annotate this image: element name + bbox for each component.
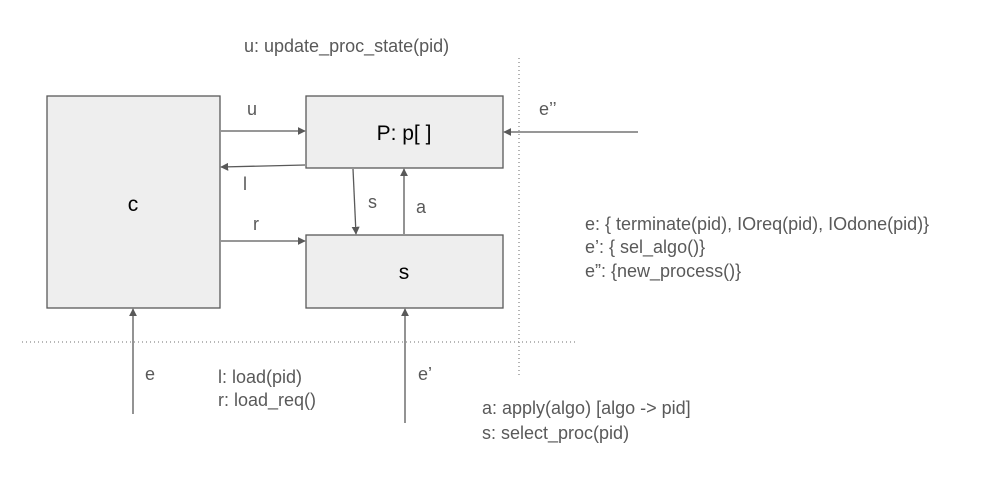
arrow-e-double-prime-label: e’’ — [539, 99, 557, 119]
arrow-e-label: e — [145, 364, 155, 384]
arrow-u-label: u — [247, 99, 257, 119]
legend-load: l: load(pid) — [218, 367, 302, 387]
legend-e-set: e: { terminate(pid), IOreq(pid), IOdone(… — [585, 214, 929, 234]
arrow-r-label: r — [253, 214, 259, 234]
box-s — [305, 234, 504, 309]
arrow-a-label: a — [416, 197, 427, 217]
box-c — [46, 95, 221, 309]
box-s-label: s — [399, 261, 410, 284]
legend-select: s: select_proc(pid) — [482, 423, 629, 444]
arrow-l-label: l — [243, 174, 247, 194]
legend-e-prime-set: e’: { sel_algo()} — [585, 237, 705, 258]
arrow-s — [351, 168, 360, 235]
legend-load-req: r: load_req() — [218, 390, 316, 411]
box-p-label: P: p[ ] — [377, 122, 432, 145]
legend-apply: a: apply(algo) [algo -> pid] — [482, 398, 691, 418]
legend-e-double-prime-set: e”: {new_process()} — [585, 261, 741, 282]
arrow-l — [220, 162, 306, 171]
box-p — [305, 95, 504, 169]
legend-update: u: update_proc_state(pid) — [244, 36, 449, 57]
box-c-label: c — [128, 193, 139, 216]
arrow-s-label: s — [368, 192, 377, 212]
arrow-e-prime-label: e’ — [418, 364, 432, 384]
